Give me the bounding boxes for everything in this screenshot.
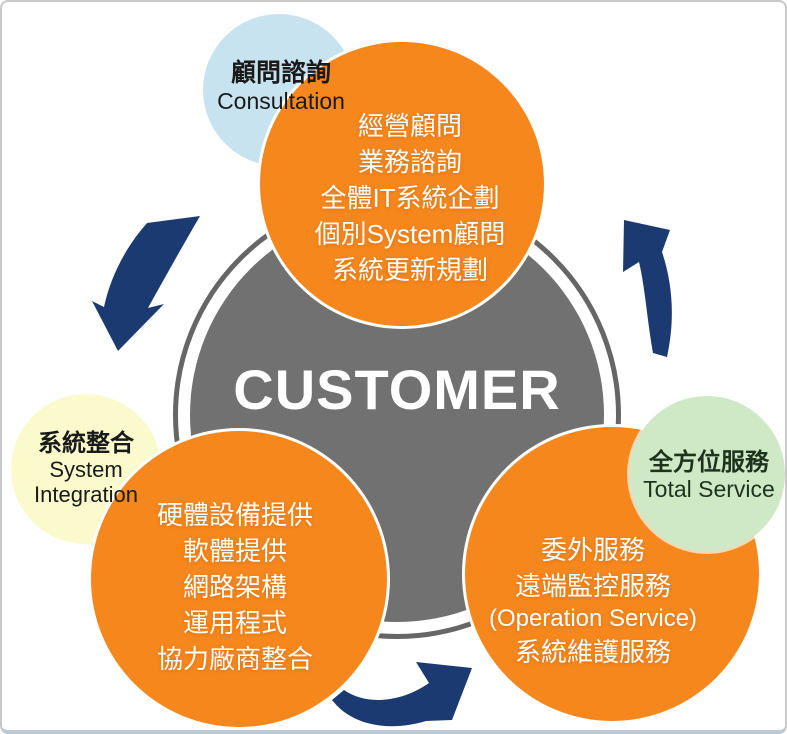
service-item: 全體IT系統企劃	[320, 183, 500, 213]
consultation-badge: 顧問諮詢 Consultation	[191, 59, 371, 115]
service-item: 硬體設備提供	[156, 500, 313, 530]
service-item: 運用程式	[182, 608, 287, 638]
system-integration-badge-en1: System	[49, 457, 123, 482]
curved-arrow-up-icon	[623, 220, 672, 357]
consultation-badge-en: Consultation	[217, 88, 345, 114]
system-integration-service-list: 硬體設備提供 軟體提供 網路架構 運用程式 協力廠商整合	[95, 497, 375, 677]
service-item: 委外服務	[540, 535, 645, 565]
system-integration-badge: 系統整合 System Integration	[2, 430, 170, 508]
service-item: 網路架構	[182, 572, 287, 602]
total-service-badge: 全方位服務 Total Service	[619, 449, 785, 503]
total-service-service-list: 委外服務 遠端監控服務 (Operation Service) 系統維護服務	[453, 532, 733, 670]
consultation-service-list: 經營顧問 業務諮詢 全體IT系統企劃 個別System顧問 系統更新規劃	[270, 108, 550, 288]
curved-arrow-right-icon	[332, 662, 472, 727]
total-service-badge-zh: 全方位服務	[649, 449, 769, 476]
service-item: 業務諮詢	[357, 147, 462, 177]
system-integration-badge-en2: Integration	[34, 482, 138, 507]
system-integration-services-circle	[91, 431, 387, 727]
curved-arrow-down-left-icon	[92, 216, 200, 351]
service-item: 系統更新規劃	[331, 255, 488, 285]
consultation-badge-zh: 顧問諮詢	[230, 59, 331, 87]
service-item: 經營顧問	[357, 111, 462, 141]
service-item: 協力廠商整合	[156, 644, 313, 674]
system-integration-badge-zh: 系統整合	[38, 430, 134, 457]
customer-label: CUSTOMER	[233, 358, 561, 421]
service-item: 遠端監控服務	[514, 571, 671, 601]
service-item: (Operation Service)	[488, 605, 698, 632]
total-service-badge-en: Total Service	[643, 476, 775, 502]
service-item: 軟體提供	[182, 536, 287, 566]
consultation-services-circle	[260, 42, 544, 326]
total-service-bubble	[629, 396, 785, 552]
service-item: 系統維護服務	[514, 637, 671, 667]
service-item: 個別System顧問	[314, 219, 506, 249]
